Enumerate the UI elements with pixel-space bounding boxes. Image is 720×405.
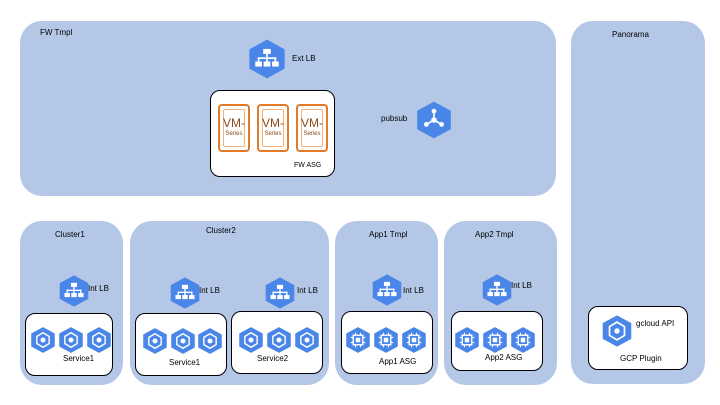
compute-chip-icon (346, 327, 370, 353)
cluster2-title: Cluster2 (206, 226, 236, 235)
vm-series-icon: VM-Series (218, 104, 250, 152)
gcp-plugin-label: GCP Plugin (620, 354, 662, 363)
compute-chip-icon (483, 327, 507, 353)
int-lb-label: Int LB (403, 286, 424, 295)
vm-series-text: VM- (262, 116, 284, 130)
vm-series-text: VM- (301, 116, 323, 130)
int-lb-label: Int LB (297, 286, 318, 295)
service1-label: Service1 (169, 358, 201, 367)
app1-template-title: App1 Tmpl (369, 230, 408, 239)
pod-icon (239, 327, 263, 353)
app2-template-title: App2 Tmpl (475, 230, 514, 239)
pod-icon (143, 328, 167, 354)
vm-series-subtext: Series (264, 131, 282, 137)
cluster1-title: Cluster1 (55, 230, 85, 239)
vm-series-subtext: Series (303, 131, 321, 137)
panorama-title: Panorama (612, 30, 649, 39)
fw-asg-label: FW ASG (294, 162, 322, 169)
gcloud-api-label: gcloud API (636, 319, 675, 328)
pod-icon (295, 327, 319, 353)
vm-series-icon: VM-Series (296, 104, 328, 152)
int-lb-icon (59, 275, 89, 307)
int-lb-label: Int LB (199, 286, 220, 295)
int-lb-icon (265, 277, 295, 309)
int-lb-icon (170, 277, 200, 309)
gcloud-api-icon (602, 315, 632, 347)
app1-asg-label: App1 ASG (379, 357, 417, 366)
pubsub-icon (417, 101, 451, 139)
ext-lb-label: Ext LB (292, 54, 316, 63)
compute-chip-icon (455, 327, 479, 353)
int-lb-icon (372, 274, 402, 306)
pubsub-label: pubsub (381, 114, 408, 123)
compute-chip-icon (374, 327, 398, 353)
int-lb-icon (482, 274, 512, 306)
pod-icon (198, 328, 222, 354)
int-lb-label: Int LB (511, 281, 532, 290)
pod-icon (59, 327, 83, 353)
pod-icon (87, 327, 111, 353)
compute-chip-icon (402, 327, 426, 353)
service2-label: Service2 (257, 354, 289, 363)
int-lb-label: Int LB (88, 284, 109, 293)
vm-series-subtext: Series (225, 131, 243, 137)
service1-label: Service1 (63, 354, 95, 363)
ext-lb-icon (249, 39, 285, 79)
pod-icon (31, 327, 55, 353)
pod-icon (267, 327, 291, 353)
app2-asg-label: App2 ASG (485, 353, 523, 362)
fw-template-title: FW Tmpl (40, 28, 73, 37)
pod-icon (171, 328, 195, 354)
compute-chip-icon (511, 327, 535, 353)
vm-series-text: VM- (223, 116, 245, 130)
gcp-plugin-box (588, 306, 688, 370)
vm-series-icon: VM-Series (257, 104, 289, 152)
